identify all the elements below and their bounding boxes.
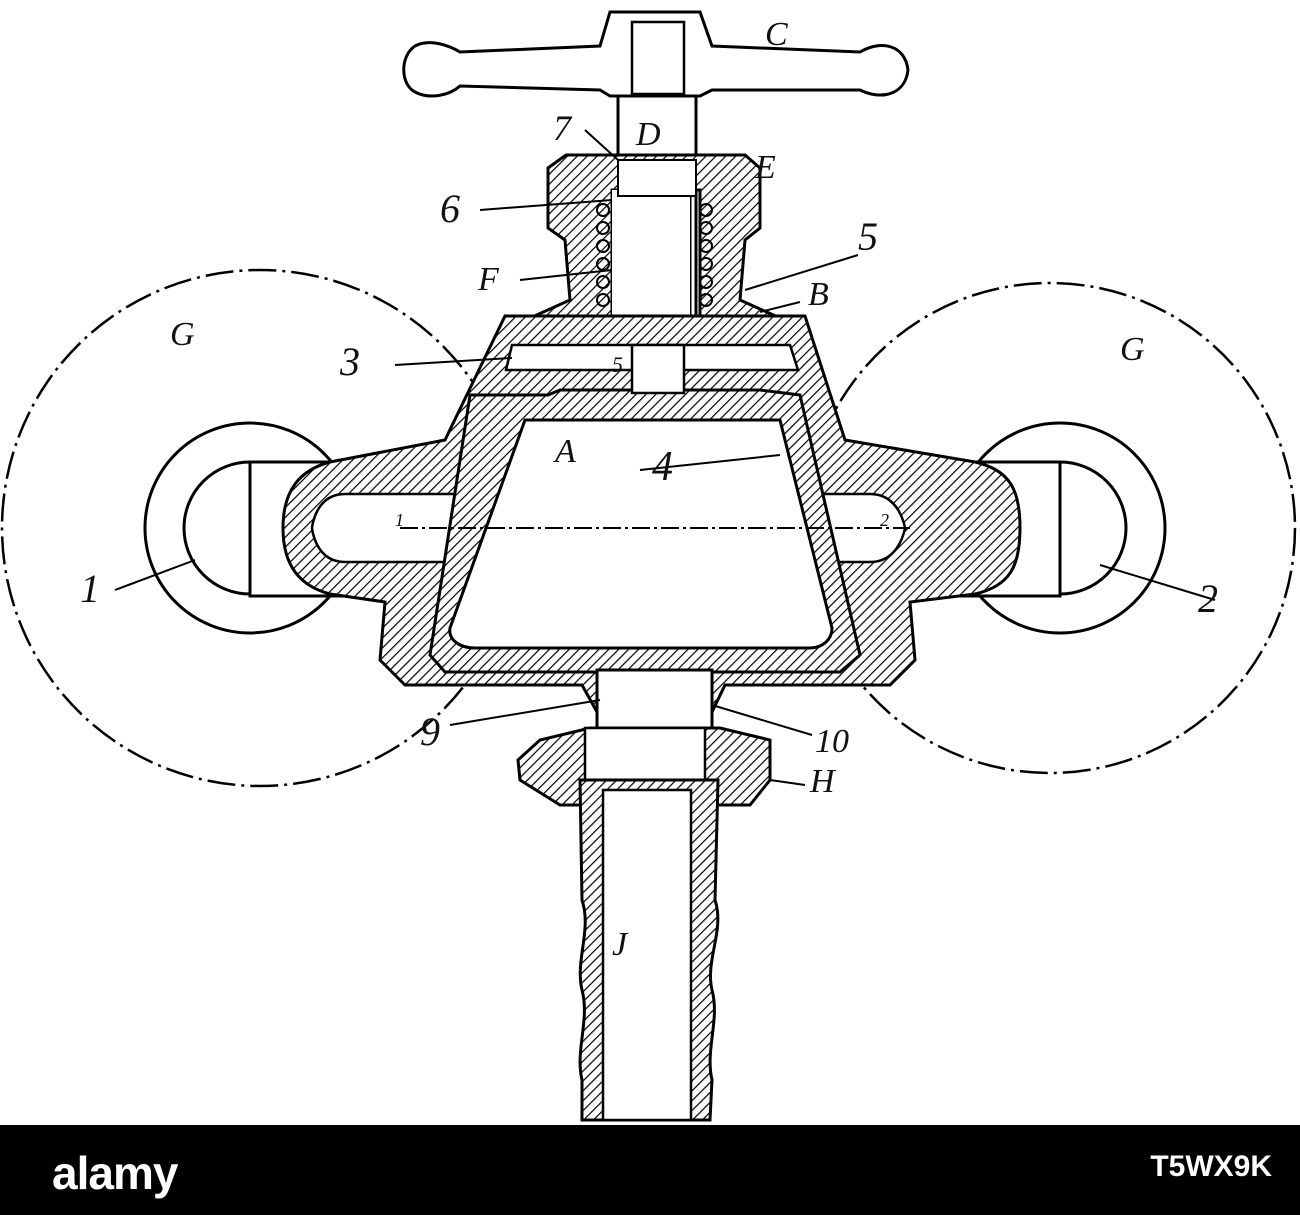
label-H: H: [809, 763, 837, 800]
spring-right: [699, 203, 713, 307]
label-1: 1: [80, 566, 100, 611]
label-A: A: [553, 433, 576, 470]
label-6: 6: [440, 186, 460, 231]
label-3: 3: [339, 339, 360, 384]
label-G-left: G: [170, 316, 195, 353]
valve-plug: [400, 343, 910, 674]
outlet-neck: [595, 668, 714, 730]
label-7: 7: [553, 108, 573, 148]
label-B: B: [808, 276, 829, 313]
label-axis-2: 2: [880, 510, 889, 530]
label-E: E: [754, 149, 776, 186]
label-5-inner: 5: [612, 352, 623, 377]
technical-drawing: C D 7 E 6 5 F B G G 3 5 A 4 1 2 1 2 9 10…: [0, 10, 1297, 1122]
label-4: 4: [652, 444, 673, 490]
footer-bar: [0, 1125, 1300, 1215]
label-D: D: [635, 116, 661, 153]
label-C: C: [765, 16, 788, 53]
label-2: 2: [1198, 576, 1218, 621]
label-G-right: G: [1120, 331, 1145, 368]
label-9: 9: [420, 709, 440, 754]
label-axis-1: 1: [395, 510, 404, 530]
label-F: F: [477, 261, 500, 298]
spring-left: [596, 203, 610, 307]
tube: [578, 778, 720, 1122]
leader-lines: [114, 129, 1216, 786]
packing-gland: [529, 153, 781, 320]
image-id-text: T5WX9K: [1150, 1150, 1272, 1183]
handle-bar: [402, 10, 910, 98]
label-5-upper: 5: [858, 214, 878, 259]
part-labels: C D 7 E 6 5 F B G G 3 5 A 4 1 2 1 2 9 10…: [80, 16, 1218, 963]
label-10: 10: [815, 723, 849, 760]
label-J: J: [612, 926, 629, 963]
alamy-logo: alamy: [52, 1147, 178, 1199]
